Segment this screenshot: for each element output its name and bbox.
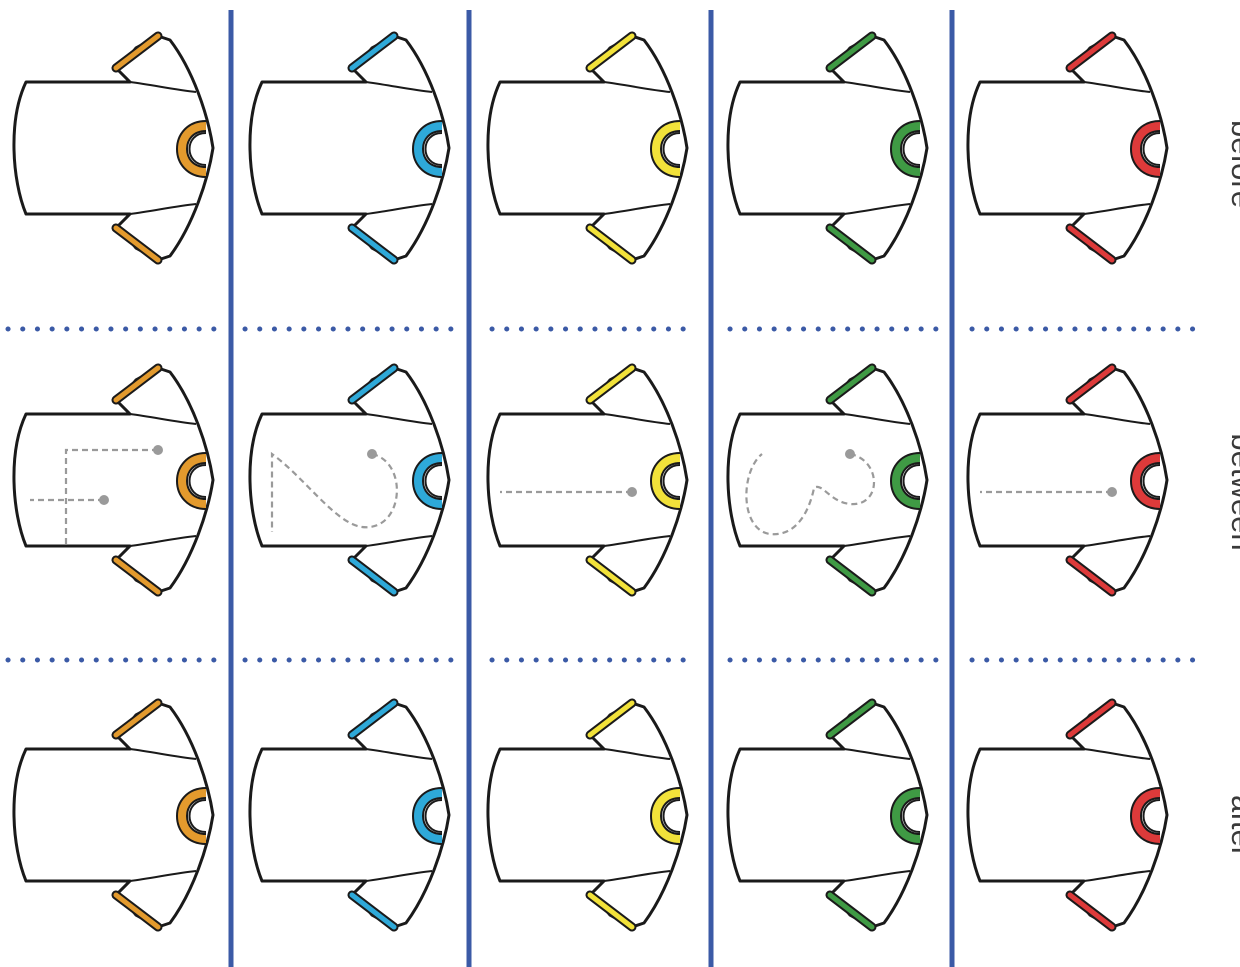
shirt-icon	[250, 36, 449, 260]
shirt-icon	[14, 368, 213, 592]
row-label-after: after	[1222, 766, 1240, 886]
row-label-between: between	[1222, 432, 1240, 552]
shirt-icon	[250, 703, 449, 927]
shirt-icon	[728, 703, 927, 927]
shirt-icon	[488, 368, 687, 592]
shirt-icon	[968, 36, 1167, 260]
shirt-icon	[728, 368, 927, 592]
shirt-icon	[14, 36, 213, 260]
row-label-before: before	[1222, 104, 1240, 224]
shirt-icon	[968, 368, 1167, 592]
shirt-icon	[250, 368, 449, 592]
shirt-icon	[14, 703, 213, 927]
shirt-icon	[488, 703, 687, 927]
shirt-icon	[968, 703, 1167, 927]
shirt-icon	[728, 36, 927, 260]
shirt-icon	[488, 36, 687, 260]
